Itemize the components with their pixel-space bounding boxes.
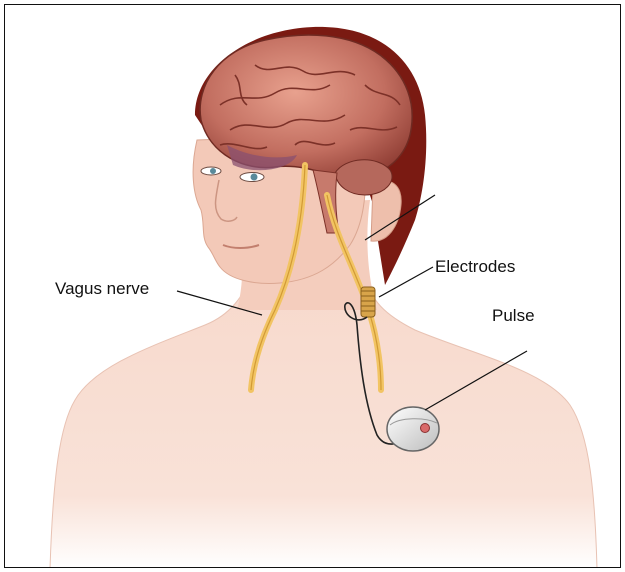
electrodes-label: Electrodes (435, 258, 515, 275)
pulse-generator (387, 407, 439, 451)
electrode-coil (361, 287, 375, 317)
device-indicator (421, 424, 430, 433)
pulse-label: Pulse (492, 307, 535, 324)
vagus-nerve-label: Vagus nerve (55, 280, 149, 297)
